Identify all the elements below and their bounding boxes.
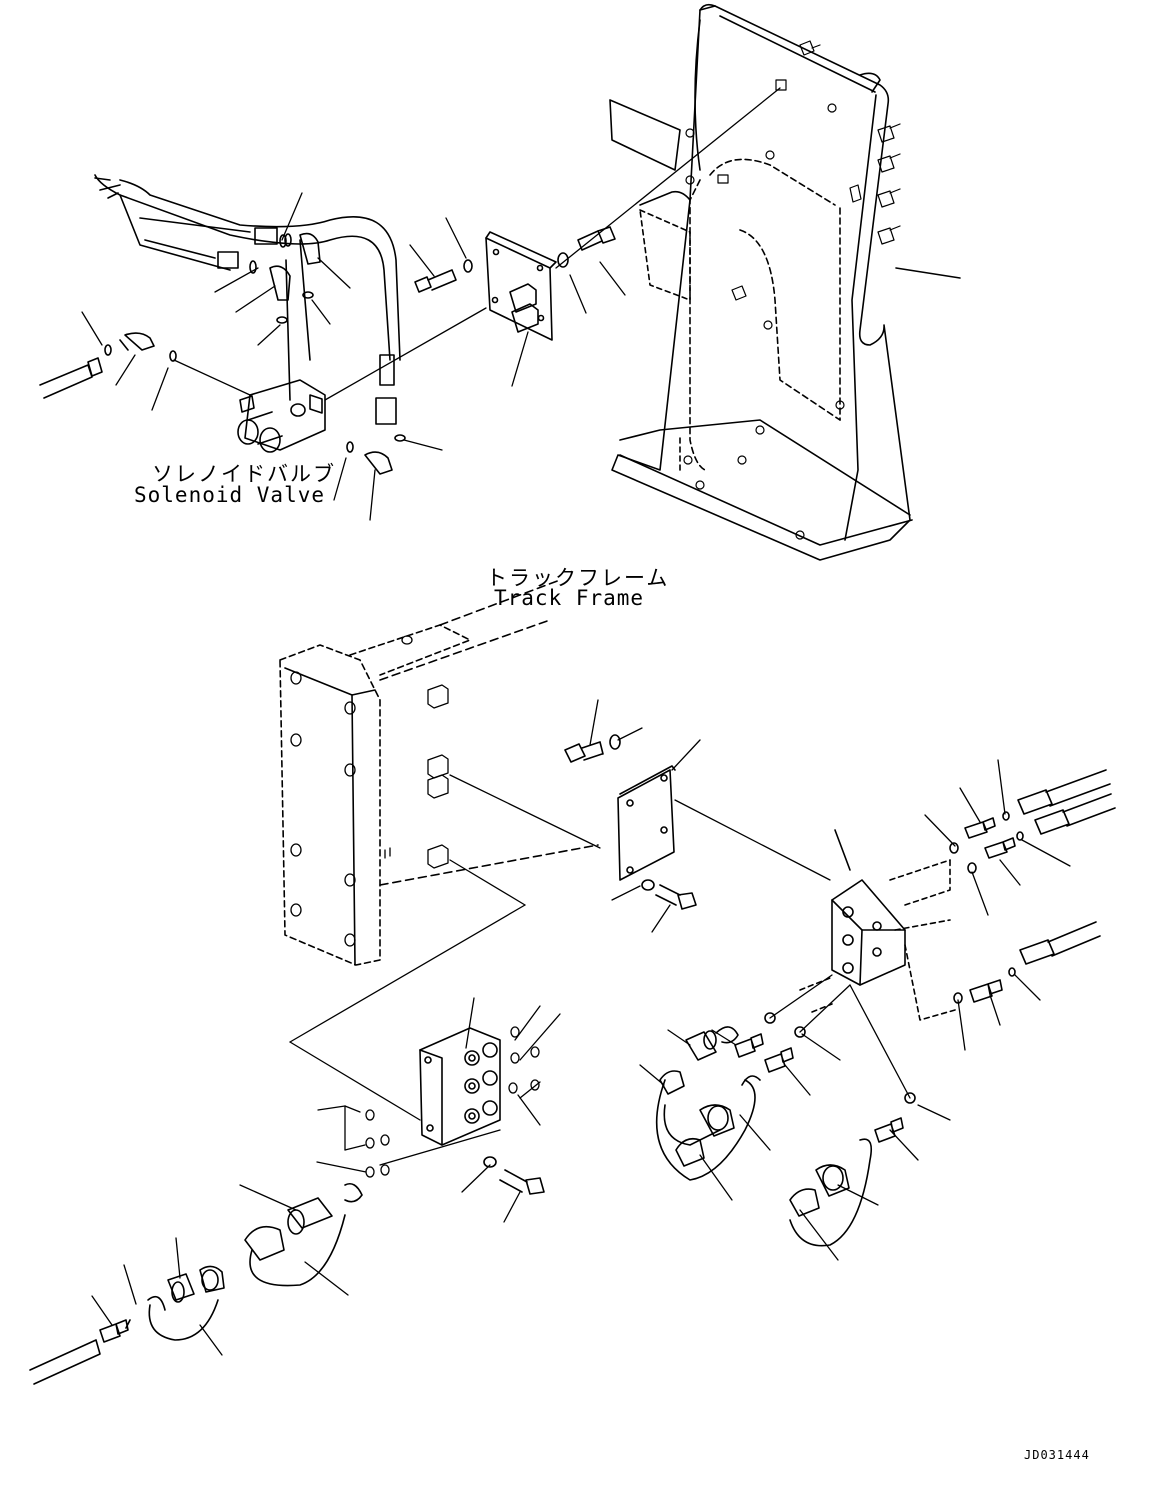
bolt-middle-lower bbox=[641, 879, 697, 910]
drawing-code: JD031444 bbox=[1024, 1448, 1090, 1462]
bolt-upper-right bbox=[557, 226, 616, 268]
fittings-right bbox=[949, 769, 1116, 1004]
lower-leaders bbox=[91, 997, 561, 1356]
fittings-left bbox=[39, 332, 177, 399]
coupler-assembly-lower bbox=[29, 1182, 363, 1385]
bracket-frame bbox=[609, 3, 913, 561]
track-frame-label-en: Track Frame bbox=[494, 586, 645, 610]
bolt-upper-left bbox=[414, 259, 473, 293]
track-frame-holes bbox=[290, 635, 449, 947]
solenoid-valve bbox=[237, 379, 326, 453]
quick-couplers-right bbox=[655, 1026, 873, 1247]
bolt-lower bbox=[483, 1156, 545, 1195]
fitting-lower-elbow bbox=[346, 434, 406, 475]
bolt-middle-upper bbox=[564, 734, 621, 763]
right-leaders bbox=[639, 759, 1071, 1261]
bracket-clips bbox=[717, 40, 901, 301]
elbow-fittings-upper bbox=[249, 232, 321, 324]
solenoid-valve-label-jp: ソレノイドバルブ bbox=[152, 462, 336, 486]
track-frame bbox=[279, 579, 599, 966]
mounting-plate-middle bbox=[617, 765, 676, 881]
coupler-bracket-lower bbox=[419, 1027, 501, 1146]
bracket-bolt-holes bbox=[683, 103, 845, 540]
small-orings bbox=[365, 1026, 540, 1178]
solenoid-valve-label-en: Solenoid Valve bbox=[134, 483, 326, 507]
middle-leaders bbox=[289, 699, 831, 1043]
hose-assembly-upper bbox=[94, 174, 401, 425]
manifold-block bbox=[799, 859, 956, 1021]
mounting-plate-upper bbox=[485, 231, 557, 341]
track-frame-label-jp: トラックフレーム bbox=[486, 566, 670, 590]
leader-line bbox=[834, 829, 851, 871]
leader-line bbox=[895, 267, 961, 279]
fittings-center bbox=[734, 1012, 916, 1143]
upper-leaders bbox=[81, 87, 781, 521]
